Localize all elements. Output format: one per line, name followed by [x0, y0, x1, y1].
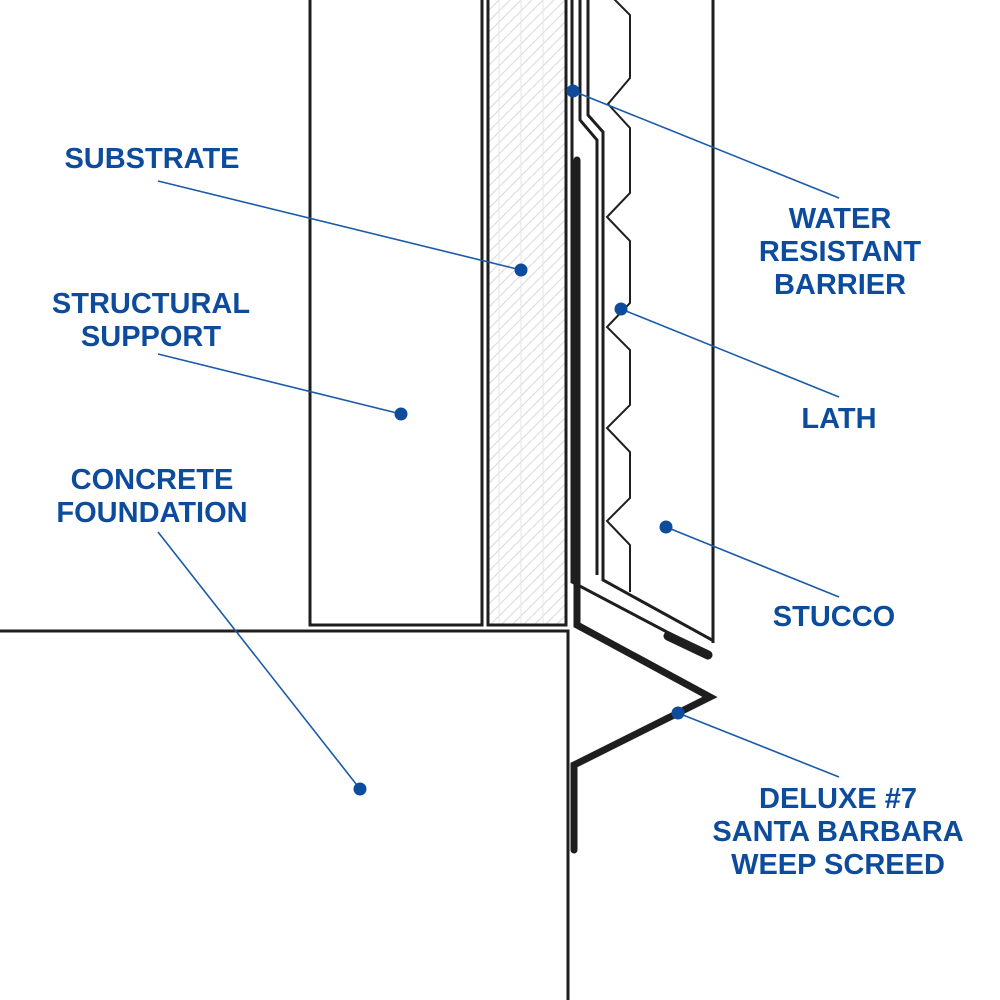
label-water-resistant-barrier-line2: RESISTANT — [759, 236, 921, 268]
leader-substrate — [157, 180, 522, 271]
label-concrete-foundation-line2: FOUNDATION — [56, 497, 247, 529]
dot-substrate — [514, 263, 528, 277]
label-stucco: STUCCO — [773, 601, 895, 633]
leader-dots — [353, 84, 685, 796]
lath — [605, 0, 631, 592]
concrete-foundation — [0, 629, 570, 1000]
labels: SUBSTRATE STRUCTURAL SUPPORT CONCRETE FO… — [52, 143, 964, 881]
water-resistant-barrier-outer — [578, 0, 599, 575]
leader-weep-screed — [677, 712, 840, 778]
label-weep-screed-line3: WEEP SCREED — [731, 849, 945, 881]
label-weep-screed-line2: SANTA BARBARA — [712, 816, 963, 848]
leader-stucco — [665, 526, 840, 598]
label-substrate: SUBSTRATE — [64, 143, 239, 175]
dot-structural-support — [394, 407, 408, 421]
dot-water-resistant-barrier — [566, 84, 580, 98]
leader-structural-support — [157, 353, 402, 415]
dot-weep-screed — [671, 706, 685, 720]
leader-concrete-foundation — [157, 531, 361, 790]
substrate-sheathing — [486, 0, 568, 627]
dot-lath — [614, 302, 628, 316]
label-water-resistant-barrier-line1: WATER — [789, 203, 892, 235]
weep-screed-drip-edge — [663, 631, 713, 660]
label-water-resistant-barrier-line3: BARRIER — [774, 269, 906, 301]
leader-water-resistant-barrier — [572, 90, 840, 199]
structural-support-stud — [308, 0, 484, 627]
label-concrete-foundation-line1: CONCRETE — [71, 464, 234, 496]
leader-lines — [157, 90, 840, 790]
label-structural-support-line1: STRUCTURAL — [52, 288, 250, 320]
water-resistant-barrier-outer-2 — [586, 0, 713, 642]
weep-screed-flange — [570, 156, 718, 854]
leader-lath — [620, 308, 840, 398]
label-weep-screed-line1: DELUXE #7 — [759, 783, 917, 815]
dot-concrete-foundation — [353, 782, 367, 796]
label-lath: LATH — [801, 403, 876, 435]
dot-stucco — [659, 520, 673, 534]
water-resistant-barrier-inner — [570, 0, 706, 654]
label-structural-support-line2: SUPPORT — [81, 321, 221, 353]
